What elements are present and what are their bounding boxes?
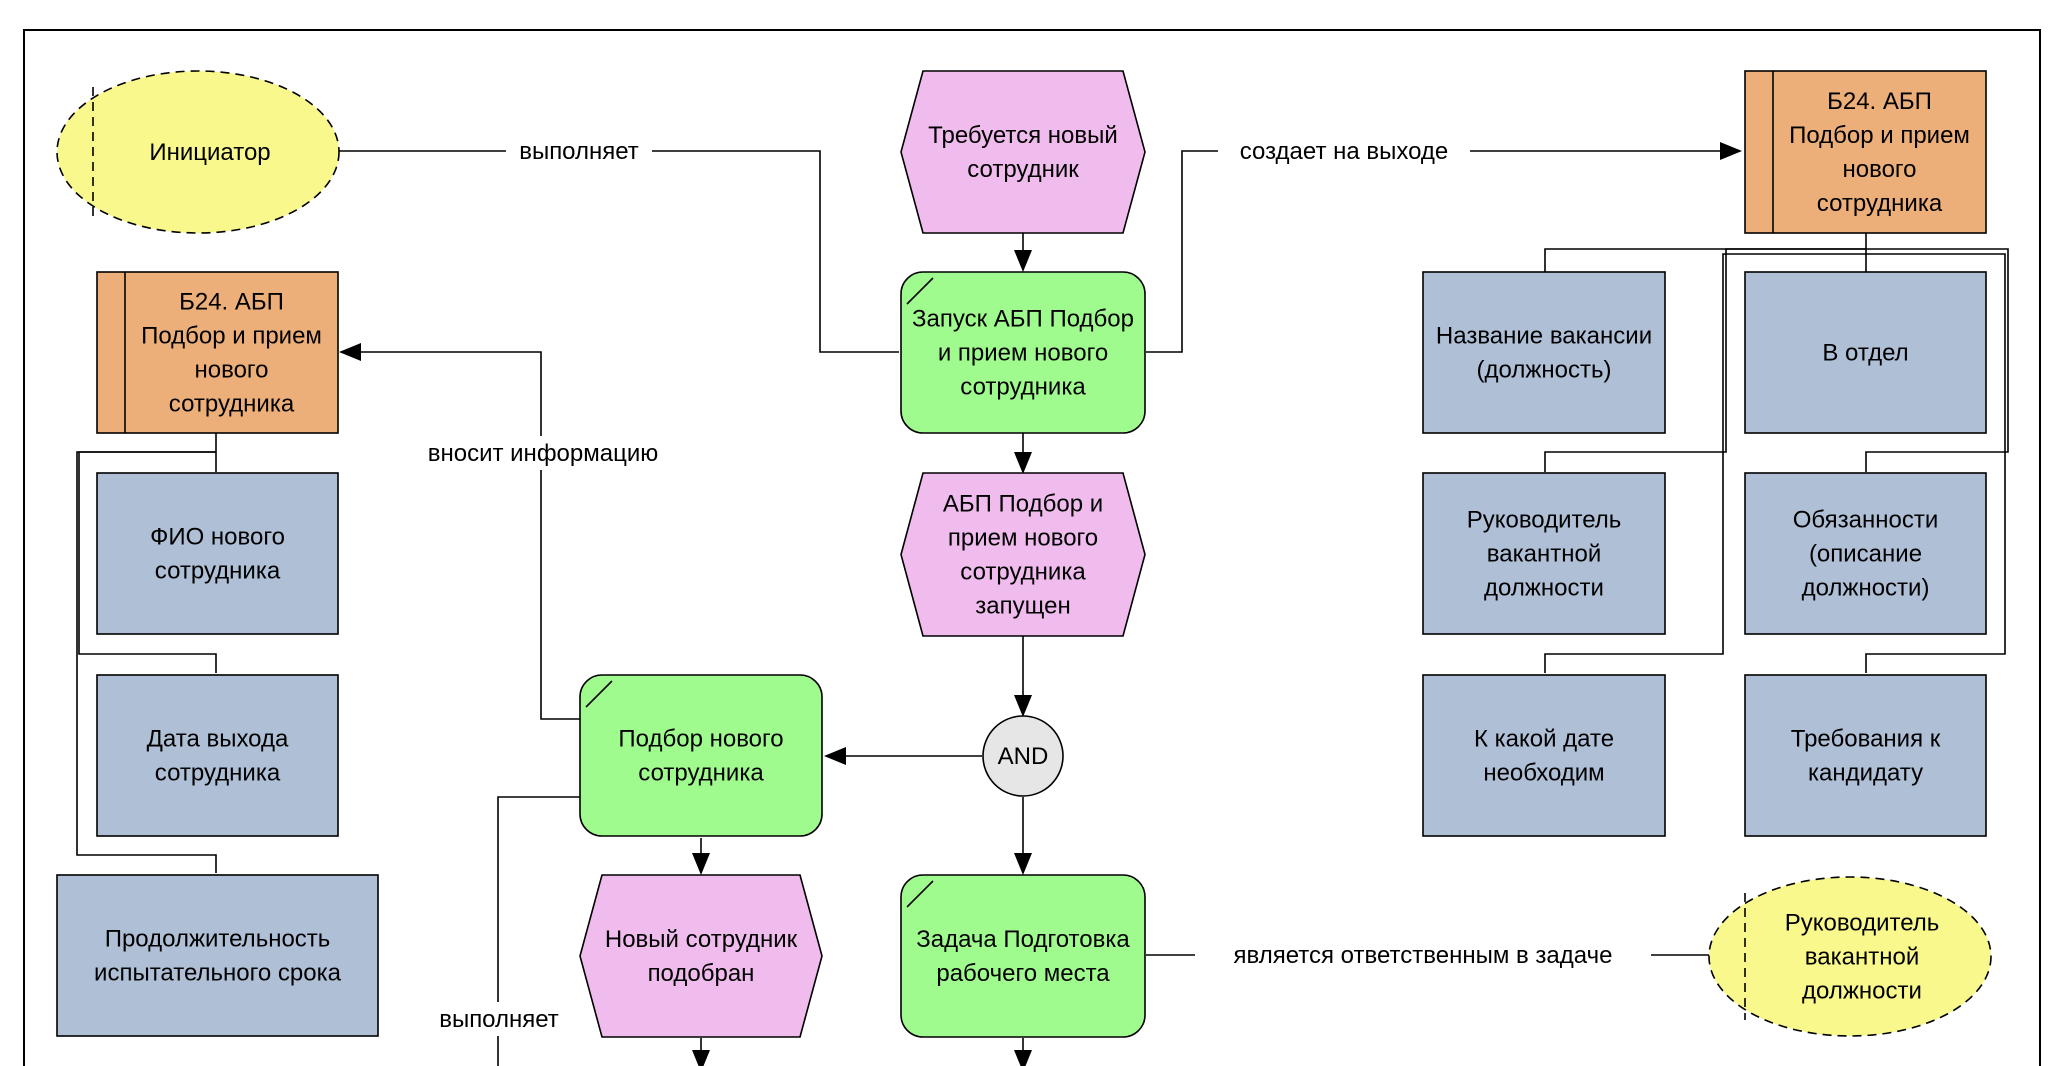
edge-proc-needed	[1544, 253, 1866, 673]
edge-initiator-launch	[339, 150, 899, 353]
edge-selection-performer	[497, 796, 580, 1066]
edge-proc-duties	[1865, 248, 2009, 472]
operator-and-shape[interactable]: AND	[982, 715, 1064, 797]
edge-label-performs-bottom: выполняет	[439, 1006, 559, 1033]
info-vacancy-name-label: Название вакансии(должность)	[1436, 323, 1652, 384]
initiator-shape[interactable]: Инициатор	[56, 70, 340, 234]
edge-label-enters-info: вносит информацию	[428, 440, 659, 467]
edge-left-probation	[76, 451, 217, 873]
info-department-shape[interactable]: В отдел	[1744, 271, 1987, 434]
edge-labels: выполняет создает на выходе вносит инфор…	[402, 134, 1651, 1036]
edge-proc-vacancy	[1544, 232, 1867, 272]
diagram-frame	[23, 29, 2041, 1066]
info-department-label: В отдел	[1822, 340, 1908, 367]
operator-and-label: AND	[998, 743, 1049, 770]
edge-label-performs-top: выполняет	[519, 138, 639, 165]
edge-label-responsible: является ответственным в задаче	[1234, 942, 1613, 969]
edge-proc-manager	[1544, 248, 1866, 472]
edge-selection-process	[339, 343, 580, 720]
edge-proc-requirements	[1865, 253, 2006, 673]
initiator-label: Инициатор	[149, 139, 270, 166]
edge-label-creates-output: создает на выходе	[1240, 138, 1449, 165]
info-vacancy-name-shape[interactable]: Название вакансии(должность)	[1422, 271, 1666, 434]
